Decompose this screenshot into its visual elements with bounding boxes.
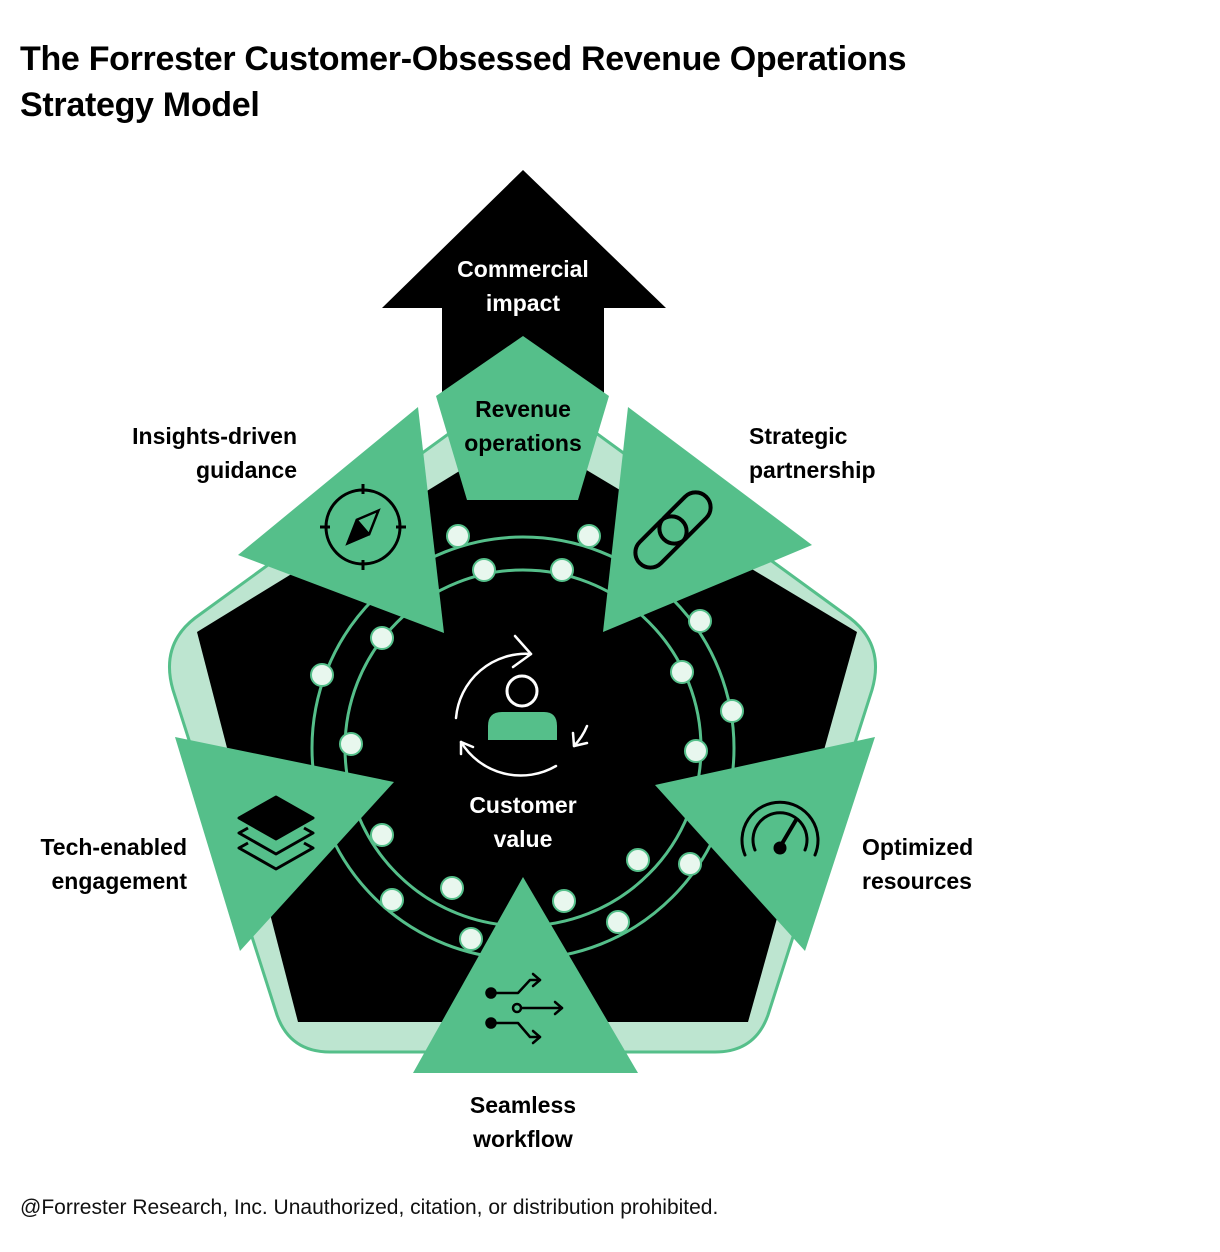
- orbit-dot: [472, 558, 496, 582]
- orbit-dot: [678, 852, 702, 876]
- layers-icon: [237, 795, 315, 871]
- customer-value-label: Customer value: [469, 792, 577, 852]
- customer-cycle-icon: [454, 634, 589, 777]
- compass-icon: [320, 484, 406, 570]
- orbit-dot: [339, 732, 363, 756]
- orbit-dot: [577, 524, 601, 548]
- orbit-dot: [370, 626, 394, 650]
- commercial-impact-label: Commercial impact: [457, 256, 589, 316]
- orbit-dot: [459, 927, 483, 951]
- optimized-resources-triangle: [655, 737, 875, 951]
- link-icon: [633, 490, 713, 570]
- orbit-dots: [310, 524, 744, 951]
- orbit-dot: [446, 524, 470, 548]
- tech-enabled-engagement-label: Tech-enabled engagement: [40, 834, 187, 894]
- orbit-dot: [720, 699, 744, 723]
- orbit-dot: [606, 910, 630, 934]
- insights-driven-guidance-label: Insights-driven guidance: [132, 423, 297, 483]
- workflow-icon: [485, 972, 564, 1045]
- orbit-dot: [550, 558, 574, 582]
- diagram-title: The Forrester Customer-Obsessed Revenue …: [20, 36, 1120, 128]
- seamless-workflow-triangle: [413, 877, 638, 1073]
- orbit-dot: [684, 739, 708, 763]
- title-line-2: Strategy Model: [20, 86, 260, 124]
- revenue-operations-pentagon: [436, 336, 609, 500]
- orbit-dot: [370, 823, 394, 847]
- copyright-footer: @Forrester Research, Inc. Unauthorized, …: [20, 1196, 719, 1219]
- optimized-resources-label: Optimized resources: [862, 834, 974, 894]
- tech-enabled-engagement-triangle: [175, 737, 394, 951]
- strategic-partnership-label: Strategic partnership: [749, 423, 876, 483]
- speedometer-icon: [740, 800, 820, 857]
- orbit-dot: [310, 663, 334, 687]
- insights-driven-guidance-triangle: [238, 407, 444, 633]
- orbit-dot: [626, 848, 650, 872]
- orbit-dot: [688, 609, 712, 633]
- seamless-workflow-label: Seamless workflow: [469, 1092, 577, 1152]
- orbit-dot: [440, 876, 464, 900]
- orbit-dot: [380, 888, 404, 912]
- orbit-dot: [552, 889, 576, 913]
- revenue-operations-label: Revenue operations: [464, 396, 582, 456]
- title-line-1: The Forrester Customer-Obsessed Revenue …: [20, 40, 907, 78]
- orbit-dot: [670, 660, 694, 684]
- commercial-impact-arrow: [382, 170, 666, 400]
